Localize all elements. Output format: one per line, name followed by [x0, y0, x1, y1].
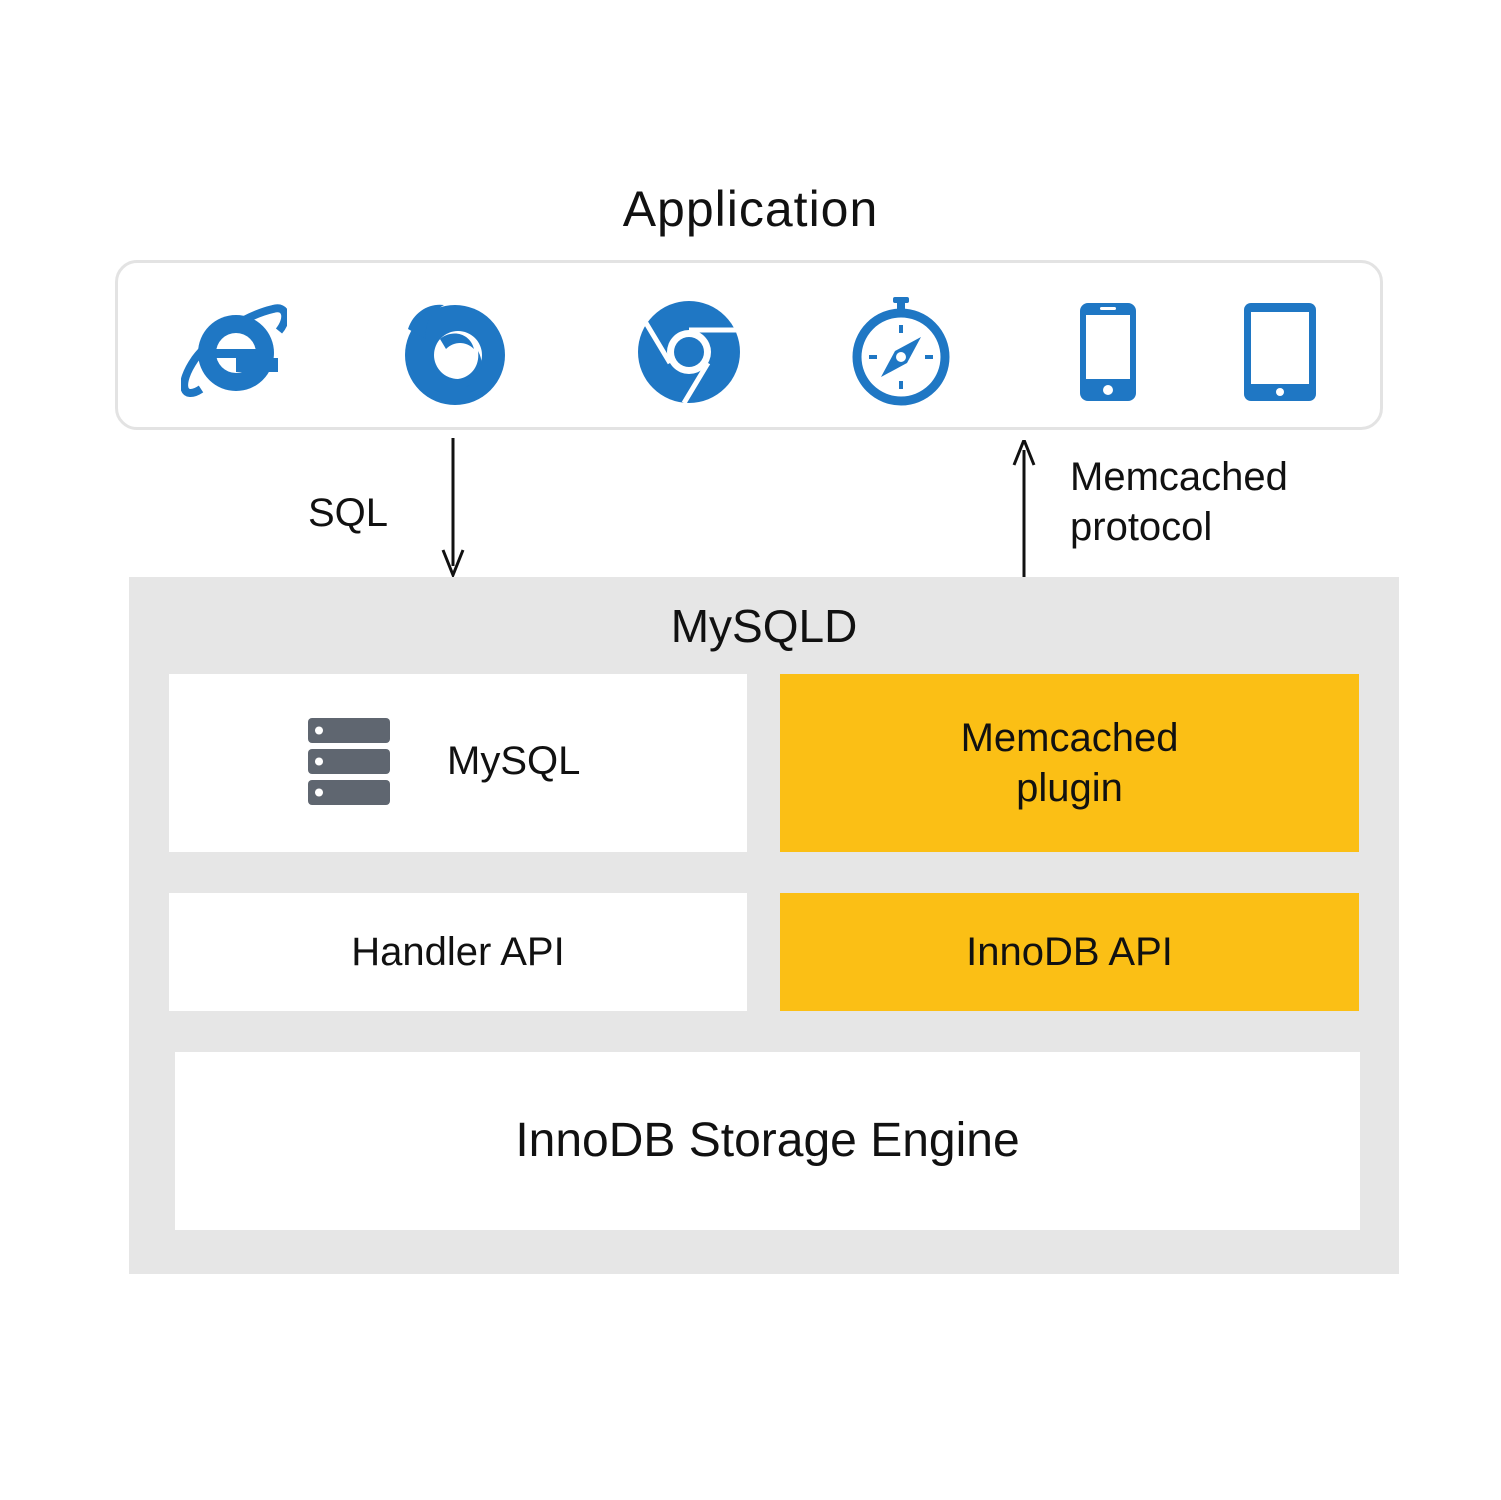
tablet-icon	[1244, 303, 1316, 401]
innodb-storage-engine-label: InnoDB Storage Engine	[515, 1114, 1020, 1167]
memcached-protocol-arrow	[1012, 440, 1036, 578]
memcached-protocol-line1: Memcached	[1070, 455, 1288, 499]
mysql-label: MySQL	[447, 739, 581, 783]
handler-api-box: Handler API	[169, 893, 747, 1011]
firefox-icon	[400, 299, 510, 407]
innodb-api-label: InnoDB API	[966, 930, 1173, 974]
memcached-protocol-line2: protocol	[1070, 505, 1213, 549]
mysql-box: MySQL	[169, 674, 747, 852]
internet-explorer-icon	[181, 301, 287, 401]
memcached-plugin-line2: plugin	[1016, 766, 1123, 810]
sql-arrow	[441, 438, 465, 580]
sql-label: SQL	[308, 491, 389, 535]
innodb-storage-engine-box: InnoDB Storage Engine	[175, 1052, 1360, 1230]
memcached-plugin-line1: Memcached	[960, 716, 1179, 760]
mysqld-title: MySQLD	[670, 600, 858, 652]
memcached-protocol-label: Memcached protocol	[1070, 452, 1288, 552]
safari-icon	[851, 295, 951, 407]
handler-api-label: Handler API	[351, 930, 565, 974]
innodb-api-box: InnoDB API	[780, 893, 1359, 1011]
mysqld-container: MySQLD MySQL Memcached plugin Handler AP…	[129, 577, 1399, 1274]
application-clients-box	[115, 260, 1383, 430]
database-server-icon	[308, 718, 390, 818]
smartphone-icon	[1080, 303, 1136, 401]
memcached-plugin-box: Memcached plugin	[780, 674, 1359, 852]
chrome-icon	[636, 299, 742, 405]
application-title: Application	[622, 181, 879, 237]
